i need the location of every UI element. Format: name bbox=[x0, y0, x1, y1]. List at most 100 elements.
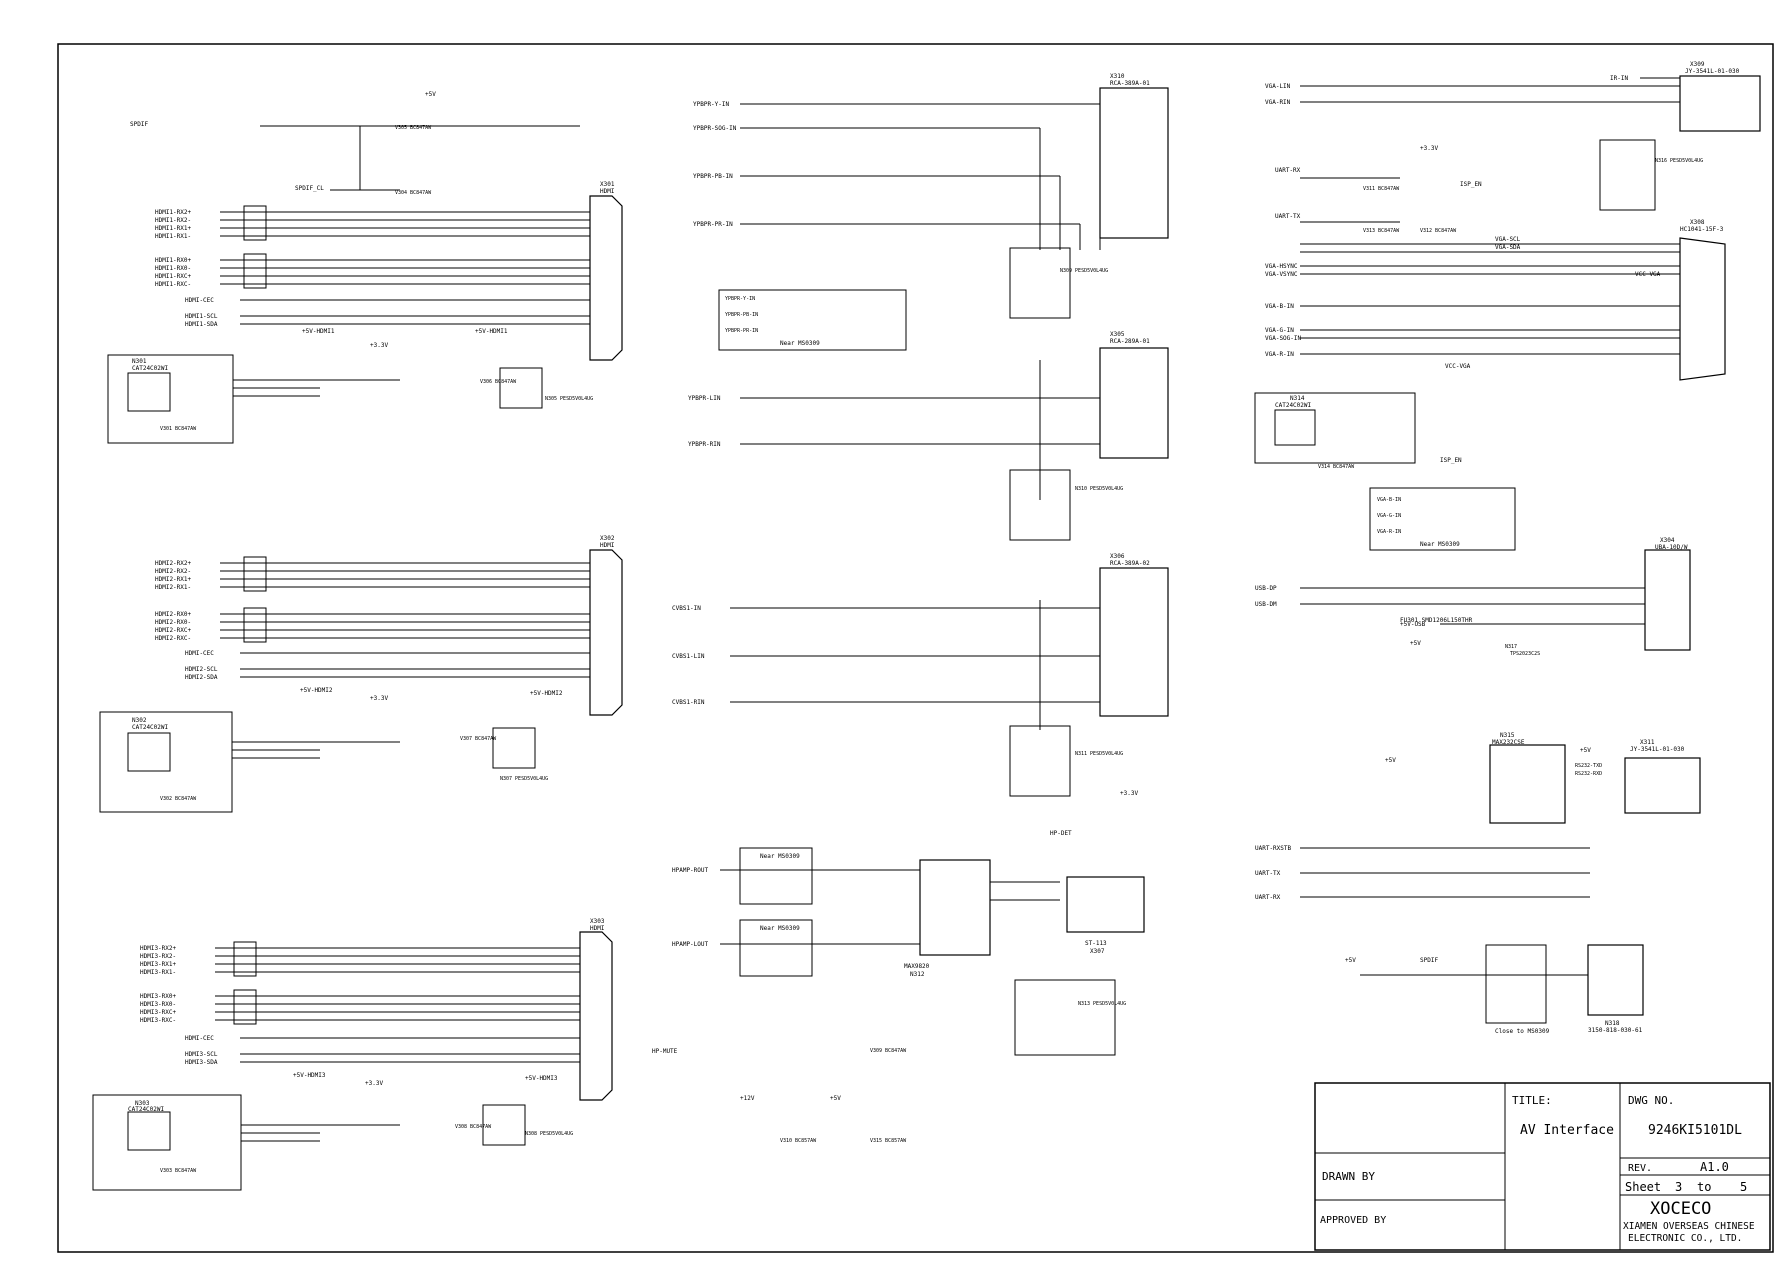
svg-text:X309: X309 bbox=[1690, 61, 1705, 68]
svg-text:JY-3541L-01-030: JY-3541L-01-030 bbox=[1685, 68, 1740, 75]
svg-text:HDMI3-RXC+: HDMI3-RXC+ bbox=[140, 1009, 177, 1016]
r301-array bbox=[243, 205, 267, 241]
svg-text:+5V-HDMI2: +5V-HDMI2 bbox=[530, 690, 563, 697]
plus5v-label: +5V bbox=[425, 91, 436, 98]
sheet-value: 3 bbox=[1675, 1180, 1682, 1194]
esd-n305 bbox=[499, 367, 543, 409]
dwg-value: 9246KI5101DL bbox=[1648, 1123, 1742, 1138]
net-label: HDMI-CEC bbox=[185, 297, 214, 304]
rca-x306: X306 RCA-389A-02 bbox=[1099, 553, 1169, 717]
svg-text:X311: X311 bbox=[1640, 739, 1655, 746]
svg-text:JY-3541L-01-030: JY-3541L-01-030 bbox=[1630, 746, 1685, 753]
svg-text:3150-818-030-61: 3150-818-030-61 bbox=[1588, 1027, 1643, 1034]
svg-text:IR-IN: IR-IN bbox=[1610, 75, 1628, 82]
svg-text:Near MS0309: Near MS0309 bbox=[760, 853, 800, 860]
vga-block: VGA-SCL VGA-SDA VGA-HSYNC VGA-VSYNC VGA-… bbox=[1254, 219, 1726, 551]
svg-text:CVBS1-RIN: CVBS1-RIN bbox=[672, 699, 705, 706]
svg-text:V302 BC847AW: V302 BC847AW bbox=[160, 796, 197, 802]
svg-text:MAX232CSE: MAX232CSE bbox=[1492, 739, 1525, 746]
svg-text:HDMI2-RXC+: HDMI2-RXC+ bbox=[155, 627, 192, 634]
svg-text:VGA-G-IN: VGA-G-IN bbox=[1265, 327, 1294, 334]
svg-text:X303: X303 bbox=[590, 918, 605, 925]
r306-array bbox=[243, 253, 267, 289]
svg-text:CVBS1-IN: CVBS1-IN bbox=[672, 605, 701, 612]
svg-text:+3.3V: +3.3V bbox=[365, 1080, 383, 1087]
svg-text:+12V: +12V bbox=[740, 1095, 755, 1102]
svg-text:HDMI2-RX0+: HDMI2-RX0+ bbox=[155, 611, 192, 618]
hdmi3-net-labels: HDMI3-RX2+ HDMI3-RX2- HDMI3-RX1+ HDMI3-R… bbox=[140, 945, 218, 1066]
svg-text:+3.3V: +3.3V bbox=[370, 695, 388, 702]
ypbpr-filter-box bbox=[718, 289, 907, 351]
svg-text:HP-MUTE: HP-MUTE bbox=[652, 1048, 678, 1055]
svg-text:N303: N303 bbox=[135, 1100, 150, 1107]
v305-label: V305 BC847AW bbox=[395, 125, 432, 131]
svg-text:+5V: +5V bbox=[1410, 640, 1421, 647]
eeprom-n314: N314 CAT24C02WI V314 BC847AW bbox=[1254, 392, 1416, 470]
svg-text:HDMI3-RX0+: HDMI3-RX0+ bbox=[140, 993, 177, 1000]
eeprom-n303: N303 CAT24C02WI V303 BC847AW bbox=[92, 1094, 242, 1191]
hp-amp-block: HPAMP-ROUT HPAMP-LOUT HP-MUTE HP-DET Nea… bbox=[652, 790, 1145, 1144]
hdmi2-connector: X302 HDMI bbox=[589, 535, 623, 716]
eeprom-n302: N302 CAT24C02WI V302 BC847AW bbox=[99, 711, 233, 813]
svg-text:N310 PESD5V0L4UG: N310 PESD5V0L4UG bbox=[1075, 486, 1123, 492]
svg-text:Close to MS0309: Close to MS0309 bbox=[1495, 1028, 1550, 1035]
svg-text:N314: N314 bbox=[1290, 395, 1305, 402]
rs232-block: N315 MAX232CSE RS232-TXD RS232-RXD +5V +… bbox=[1255, 732, 1701, 901]
hdmi1-net-labels: HDMI1-RX2+ HDMI1-RX2- HDMI1-RX1+ HDMI1-R… bbox=[155, 209, 218, 328]
svg-text:+5V-HDMI3: +5V-HDMI3 bbox=[525, 1075, 558, 1082]
eeprom-n301: N301 CAT24C02WI V301 BC847AW bbox=[107, 354, 234, 444]
svg-text:N302: N302 bbox=[132, 717, 147, 724]
sheet-label: Sheet bbox=[1625, 1180, 1661, 1194]
v304-label: V304 BC847AW bbox=[395, 190, 432, 196]
net-label: HDMI1-SCL bbox=[185, 313, 218, 320]
svg-text:SPDIF: SPDIF bbox=[1420, 957, 1438, 964]
svg-text:VGA-SOG-IN: VGA-SOG-IN bbox=[1265, 335, 1302, 342]
svg-text:X304: X304 bbox=[1660, 537, 1675, 544]
svg-text:CVBS1-LIN: CVBS1-LIN bbox=[672, 653, 705, 660]
svg-text:HC1041-15F-3: HC1041-15F-3 bbox=[1680, 226, 1724, 233]
svg-text:RCA-389A-02: RCA-389A-02 bbox=[1110, 560, 1150, 567]
svg-text:ISP_EN: ISP_EN bbox=[1460, 181, 1482, 188]
svg-text:HDMI2-RX1+: HDMI2-RX1+ bbox=[155, 576, 192, 583]
sheet-border bbox=[57, 43, 1774, 1253]
svg-text:ISP_EN: ISP_EN bbox=[1440, 457, 1462, 464]
svg-text:CAT24C02WI: CAT24C02WI bbox=[132, 365, 169, 372]
svg-text:HPAMP-ROUT: HPAMP-ROUT bbox=[672, 867, 709, 874]
svg-text:HPAMP-LOUT: HPAMP-LOUT bbox=[672, 941, 709, 948]
svg-text:VGA-RIN: VGA-RIN bbox=[1265, 99, 1291, 106]
svg-text:V303 BC847AW: V303 BC847AW bbox=[160, 1168, 197, 1174]
esd-n313 bbox=[1014, 979, 1116, 1056]
svg-text:YPBPR-RIN: YPBPR-RIN bbox=[688, 441, 721, 448]
net-label: HDMI1-RXC- bbox=[155, 281, 191, 288]
svg-text:X302: X302 bbox=[600, 535, 615, 542]
svg-text:VGA-R-IN: VGA-R-IN bbox=[1265, 351, 1294, 358]
ir-receiver-n318 bbox=[1587, 944, 1644, 1016]
drawn-by-label: DRAWN BY bbox=[1322, 1170, 1375, 1183]
svg-text:UART-TX: UART-TX bbox=[1255, 870, 1281, 877]
company-line2: ELECTRONIC CO., LTD. bbox=[1628, 1233, 1742, 1244]
ypbpr-video-block: YPBPR-Y-IN YPBPR-SOG-IN YPBPR-PB-IN YPBP… bbox=[693, 73, 1169, 351]
svg-text:CAT24C02WI: CAT24C02WI bbox=[128, 1106, 165, 1113]
svg-text:N309 PESD5V0L4UG: N309 PESD5V0L4UG bbox=[1060, 268, 1108, 274]
net-label: HDMI1-RX1+ bbox=[155, 225, 192, 232]
svg-text:VCC-VGA: VCC-VGA bbox=[1445, 363, 1471, 370]
rev-value: A1.0 bbox=[1700, 1160, 1729, 1174]
svg-text:TPS2023C2S: TPS2023C2S bbox=[1510, 651, 1540, 657]
esd-n311 bbox=[1009, 725, 1071, 797]
jack-x307: ST-113 X307 bbox=[1066, 876, 1145, 955]
svg-text:V312 BC847AW: V312 BC847AW bbox=[1420, 228, 1457, 234]
svg-text:N305 PESD5V0L4UG: N305 PESD5V0L4UG bbox=[545, 396, 593, 402]
svg-text:N307 PESD5V0L4UG: N307 PESD5V0L4UG bbox=[500, 776, 548, 782]
uart-isp-block: UART-RX UART-TX ISP_EN +3.3V V311 BC847A… bbox=[1275, 145, 1482, 234]
svg-text:+3.3V: +3.3V bbox=[1120, 790, 1138, 797]
svg-text:ST-113: ST-113 bbox=[1085, 940, 1107, 947]
svg-text:X305: X305 bbox=[1110, 331, 1125, 338]
ir-block: +5V SPDIF Close to MS0309 N318 3150-818-… bbox=[1345, 944, 1644, 1035]
svg-text:VGA-VSYNC: VGA-VSYNC bbox=[1265, 271, 1298, 278]
net-label: HDMI1-RX2+ bbox=[155, 209, 192, 216]
net-label: HDMI1-RXC+ bbox=[155, 273, 192, 280]
svg-text:V307 BC847AW: V307 BC847AW bbox=[460, 736, 497, 742]
svg-text:HDMI3-RXC-: HDMI3-RXC- bbox=[140, 1017, 176, 1024]
svg-text:N308 PESD5V0L4UG: N308 PESD5V0L4UG bbox=[525, 1131, 573, 1137]
